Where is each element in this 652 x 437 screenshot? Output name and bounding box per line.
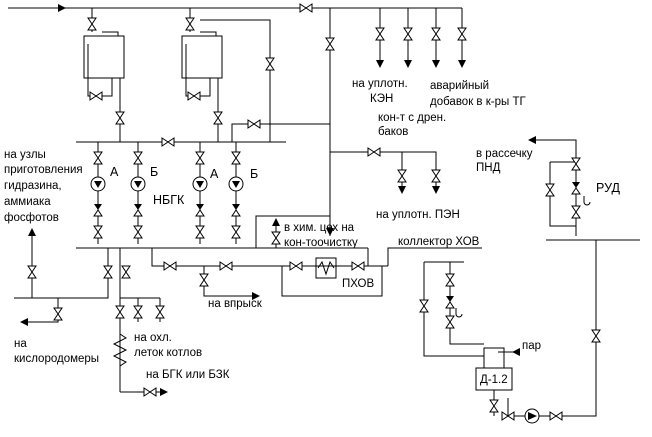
arrow-to-chem xyxy=(272,218,280,226)
label-to-oxygen-1: на xyxy=(14,338,27,350)
label-drain-condensate-1: кон-т с дрен. xyxy=(378,112,447,124)
label-hydrazine: гидразина, xyxy=(4,180,62,192)
label-phov: ПХОВ xyxy=(342,278,375,290)
tank-left xyxy=(83,35,125,79)
label-to-bgk: на БГК или БЗК xyxy=(146,369,230,381)
label-to-nodes: на узлы xyxy=(4,149,46,161)
arrow-to-nodes xyxy=(28,228,36,236)
label-to-cascade-1: в рассечку xyxy=(476,148,533,160)
label-to-chem-2: кон-тоочистку xyxy=(284,237,358,249)
label-deaerator: Д-1.2 xyxy=(480,374,508,386)
label-drain-condensate-2: баков xyxy=(378,126,409,138)
label-nbgk: НБГК xyxy=(153,193,185,207)
arrow-to-cascade xyxy=(528,136,536,144)
arrow-to-injection xyxy=(252,292,260,300)
label-phosphates: фосфотов xyxy=(4,212,59,224)
label-to-chem-1: в хим. цех на xyxy=(284,222,355,234)
arrow-seal-ken-2 xyxy=(404,60,412,68)
label-pump-b1: Б xyxy=(150,165,159,179)
tank-right xyxy=(181,35,223,79)
label-pump-a2: А xyxy=(210,167,219,181)
label-ammonia: аммиака xyxy=(4,196,51,208)
arrow-seal-pen-2 xyxy=(432,186,440,194)
arrow-emergency-1 xyxy=(432,60,440,68)
label-rud: РУД xyxy=(596,181,620,195)
label-to-cool-2: леток котлов xyxy=(134,347,203,359)
label-steam: пар xyxy=(522,340,542,352)
hov-collector-line xyxy=(387,247,482,266)
arrow-to-bgk xyxy=(160,388,168,396)
deaerator-dome xyxy=(483,347,505,369)
label-to-injection: на впрыск xyxy=(208,298,262,310)
label-preparation: приготовления xyxy=(4,164,83,176)
arrow-seal-pen-1 xyxy=(398,186,406,194)
label-emergency: аварийный xyxy=(430,80,490,92)
phov-heat-exchanger xyxy=(315,257,337,279)
arrow-emergency-2 xyxy=(458,60,466,68)
label-ken: КЭН xyxy=(370,93,394,105)
arrow-seal-ken-1 xyxy=(376,60,384,68)
pumps xyxy=(90,176,540,424)
label-to-seals-ken: на уплотн. xyxy=(352,78,408,90)
label-to-cool-1: на охл. xyxy=(134,332,172,344)
label-additive-tg: добавок в к-ры ТГ xyxy=(430,96,526,108)
arrow-steam xyxy=(512,348,520,356)
arrow-to-oxygen xyxy=(20,318,28,326)
label-to-seals-pen: на уплотн. ПЭН xyxy=(376,209,460,221)
label-hov-collector: коллектор ХОВ xyxy=(398,236,480,248)
label-to-oxygen-2: кислородомеры xyxy=(14,353,100,365)
label-pump-b2: Б xyxy=(250,167,259,181)
arrow-inlet-top xyxy=(58,4,66,12)
label-pump-a1: А xyxy=(110,165,119,179)
label-to-cascade-2: ПНД xyxy=(476,162,501,174)
